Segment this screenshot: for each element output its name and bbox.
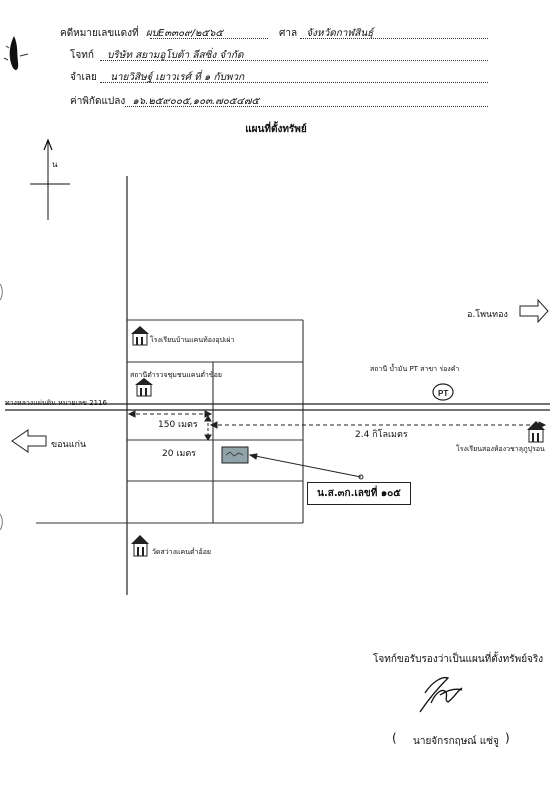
court-row: ศาล จังหวัดกาฬสินธุ์ [279,26,373,41]
open-paren: ( [392,731,397,745]
north-label: น [52,160,58,169]
distance-2-4km: 2.4 กิโลเมตร [355,430,408,440]
temple-label: วัดสว่างแคนต่ำอ้อย [152,548,211,556]
highway-2116 [5,403,550,411]
school-top-label: โรงเรียนบ้านแคนท้องอุปเผ่า [150,336,235,344]
plaintiff-dots [100,60,488,61]
case-number-label: คดีหมายเลขแดงที่ [60,28,139,39]
close-paren: ) [505,731,510,745]
page-title: แผนที่ตั้งทรัพย์ [245,124,307,135]
school-icon-right [527,421,545,443]
school-right-label: โรงเรียนสองห้องวชาลุภูปุรอน [456,445,545,453]
arrow-left-icon [11,429,47,453]
coords-row: ค่าพิกัดแปลง ๑๖.๒๕๙๐๐๕,๑๐๓.๗๐๕๔๗๕ [70,94,259,109]
signer-name: นายจักรกฤษณ์ แซ่จู [413,736,499,747]
temple-icon [131,535,149,557]
svg-text:PT: PT [438,389,448,398]
court-dots [300,38,488,39]
coords-label: ค่าพิกัดแปลง [70,96,126,107]
case-number-row: คดีหมายเลขแดงที่ ผบE๓๓๐๙/๒๕๖๕ [60,26,223,41]
road-network [36,176,304,595]
certification-text: โจทก์ขอรับรองว่าเป็นแผนที่ตั้งทรัพย์จริง [373,654,544,665]
distance-20m: 20 เมตร [162,449,197,459]
coords-dots [125,106,488,107]
north-arrow-icon [30,138,70,220]
defendant-row: จำเลย นายวิสิษฐ์ เยาวเรศ์ ที่ ๑ กับพวก [70,70,244,85]
direction-left-label: ขอนแก่น [51,440,87,450]
highway-label: ทางหลวงแผ่นดิน หมายเลข 2116 [5,399,107,407]
defendant-label: จำเลย [70,72,97,83]
coords-value: ๑๖.๒๕๙๐๐๕,๑๐๓.๗๐๕๔๗๕ [132,96,260,107]
police-station-label: สถานีตำรวจชุมชนแคนต่ำข้อย [130,371,222,379]
court-value: จังหวัดกาฬสินธุ์ [306,28,374,39]
arrow-right-icon [519,298,549,324]
parcel-label: น.ส.๓ก.เลขที่ ๑๐๕ [317,488,401,499]
signature-mark [419,676,463,713]
scan-mark-top-left [3,36,29,70]
defendant-dots [100,82,488,83]
school-icon-top [131,326,149,346]
distance-150m: 150 เมตร [158,420,198,430]
parcel-leader-line [248,453,364,480]
gas-station-label: สถานี บ้ำมัน PT สาขา ร่องคำ [370,365,460,373]
direction-right-label: อ.โพนทอง [467,310,508,320]
target-parcel-marker [221,446,249,464]
parcel-label-box: น.ส.๓ก.เลขที่ ๑๐๕ [307,482,411,505]
case-dots [150,38,268,39]
court-label: ศาล [279,28,298,39]
defendant-value: นายวิสิษฐ์ เยาวเรศ์ ที่ ๑ กับพวก [110,72,245,83]
gas-station-pt-icon: PT [432,383,454,401]
plaintiff-label: โจทก์ [70,50,94,61]
police-station-icon [135,378,153,397]
plaintiff-value: บริษัท สยามอูโบต้า ลีสซิ่ง จำกัด [107,50,244,61]
case-number-value: ผบE๓๓๐๙/๒๕๖๕ [145,28,223,39]
plaintiff-row: โจทก์ บริษัท สยามอูโบต้า ลีสซิ่ง จำกัด [70,48,243,63]
